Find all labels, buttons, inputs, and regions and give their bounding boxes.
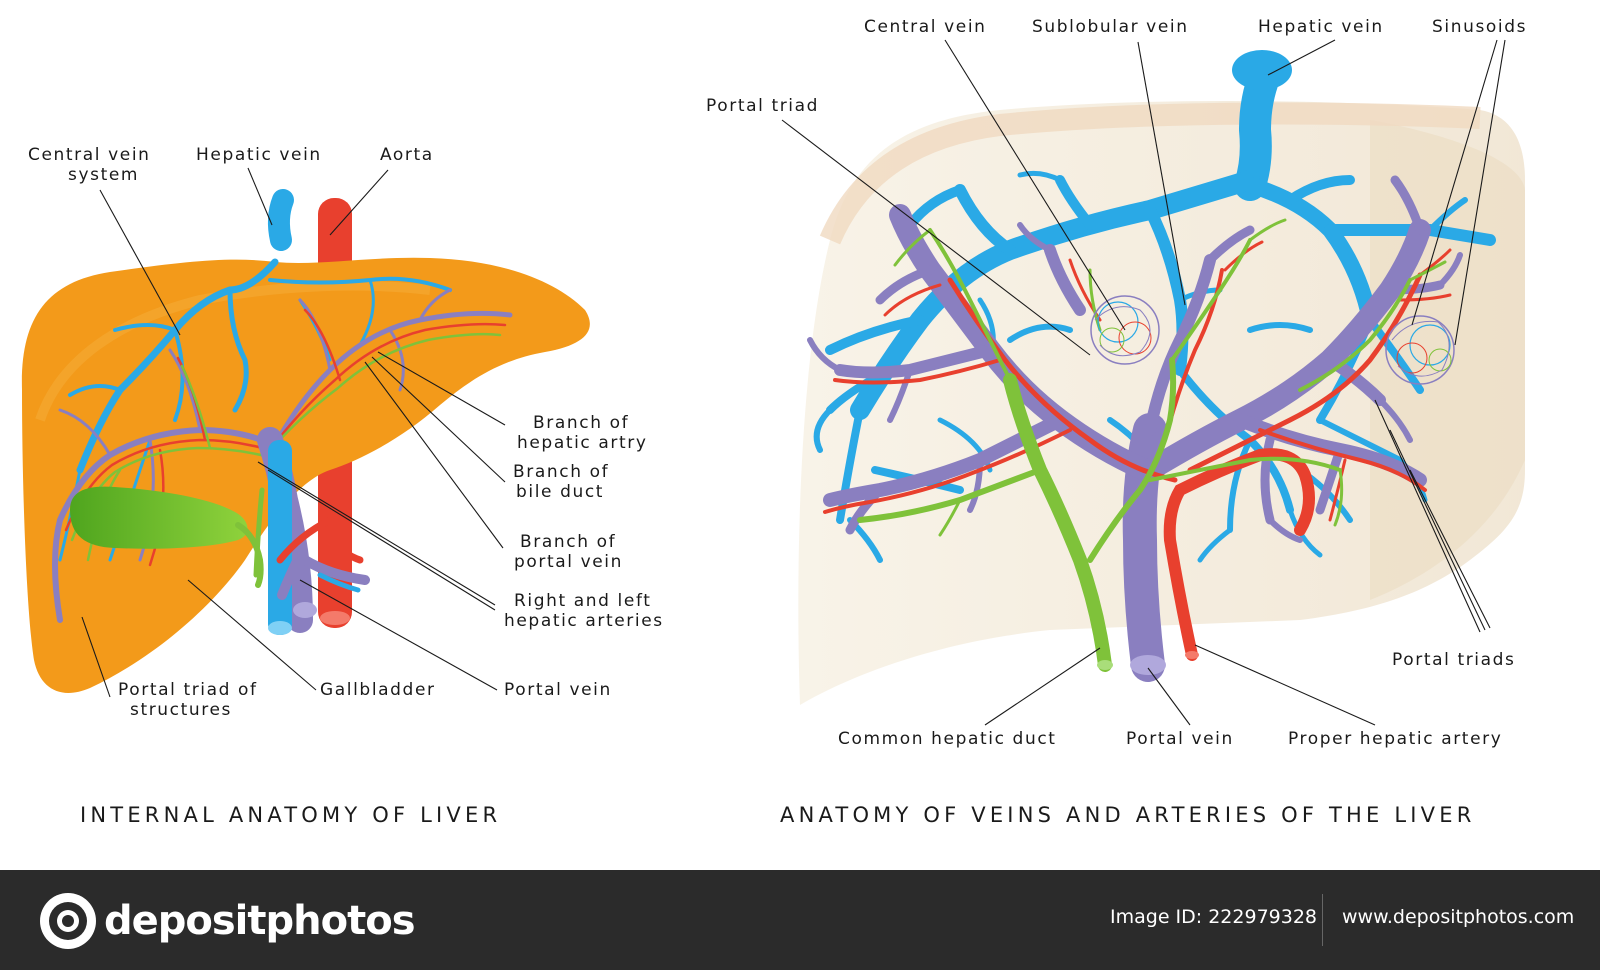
label-central-vein-system-2: system — [68, 165, 139, 185]
label-branch-hepatic-artery-2: hepatic artry — [517, 433, 648, 453]
label-branch-portal-vein-2: portal vein — [514, 552, 623, 572]
aorta-opening — [320, 611, 350, 625]
vena-cava-opening — [268, 621, 292, 635]
leader-aorta — [329, 169, 389, 236]
tissue-block-top — [819, 102, 1481, 245]
footer-divider — [1322, 894, 1323, 946]
liver-vessel-branches — [52, 258, 513, 623]
leader-proper-hepatic-artery — [1194, 644, 1376, 726]
label-sinusoids: Sinusoids — [1432, 17, 1527, 37]
label-portal-triad: Portal triad — [706, 96, 819, 116]
label-portal-triads: Portal triads — [1392, 650, 1516, 670]
label-branch-bile-duct-2: bile duct — [516, 482, 604, 502]
leader-branch-hepatic-artery — [377, 351, 506, 426]
gallbladder-shape — [70, 486, 248, 549]
label-portal-triad-1: Portal triad of — [118, 680, 258, 700]
leader-portal-triad — [81, 616, 111, 698]
image-id-text: Image ID: 222979328 — [1110, 906, 1318, 928]
portal-vein-opening-right — [1130, 655, 1166, 675]
caption-right: ANATOMY OF VEINS AND ARTERIES OF THE LIV… — [780, 803, 1475, 827]
inferior-vena-cava — [268, 440, 292, 635]
camera-lens-icon — [40, 893, 96, 949]
liver-anatomy-diagram: Central vein system Hepatic vein Aorta B… — [21, 17, 1527, 827]
label-common-hepatic-duct: Common hepatic duct — [838, 729, 1057, 749]
site-url-link[interactable]: www.depositphotos.com — [1342, 906, 1575, 928]
hepatic-vein-vessel — [267, 189, 294, 251]
portal-vein-opening — [293, 602, 317, 618]
leader-hepatic-arteries — [257, 461, 496, 611]
label-proper-hepatic-artery: Proper hepatic artery — [1288, 729, 1502, 749]
label-portal-vein-right: Portal vein — [1126, 729, 1234, 749]
watermark-footer: depositphotos Image ID: 222979328 www.de… — [0, 870, 1600, 970]
leader-common-hepatic-duct — [984, 647, 1101, 726]
liver-illustration — [21, 189, 590, 693]
label-gallbladder: Gallbladder — [320, 680, 436, 700]
label-aorta: Aorta — [380, 145, 434, 165]
hepatic-vein-top — [1232, 50, 1292, 90]
leader-gallbladder — [187, 579, 317, 691]
lobule-left — [1090, 295, 1160, 365]
leader-portal-vein-right — [1147, 667, 1191, 726]
leader-portal-triads — [1374, 399, 1491, 633]
label-branch-portal-vein-1: Branch of — [520, 532, 616, 552]
artery-opening — [1185, 651, 1199, 659]
label-hepatic-vein-left: Hepatic vein — [196, 145, 322, 165]
cystic-duct — [235, 522, 264, 588]
leader-hepatic-vein-right — [1267, 39, 1336, 76]
label-portal-triad-2: structures — [130, 700, 232, 720]
hepatic-artery-tree — [823, 240, 1452, 661]
label-portal-vein-left: Portal vein — [504, 680, 612, 700]
label-sublobular-vein: Sublobular vein — [1032, 17, 1189, 37]
leader-portal-vein-left — [299, 579, 498, 691]
label-hepatic-arteries-2: hepatic arteries — [504, 611, 664, 631]
leader-sublobular-vein — [1137, 41, 1186, 306]
depositphotos-logo[interactable]: depositphotos — [40, 892, 416, 950]
leader-hepatic-vein-left — [247, 167, 273, 226]
label-central-vein-system-1: Central vein — [28, 145, 151, 165]
label-central-vein: Central vein — [864, 17, 987, 37]
label-hepatic-vein-right: Hepatic vein — [1258, 17, 1384, 37]
leader-portal-triad — [781, 119, 1091, 356]
liver-shape — [21, 257, 590, 693]
logo-wordmark: depositphotos — [104, 898, 416, 944]
label-branch-hepatic-artery-1: Branch of — [533, 413, 629, 433]
caption-left: INTERNAL ANATOMY OF LIVER — [80, 803, 501, 827]
liver-highlight — [35, 280, 431, 422]
leader-central-vein-system — [99, 189, 181, 336]
vessel-tree-illustration — [798, 50, 1525, 705]
label-branch-bile-duct-1: Branch of — [513, 462, 609, 482]
leader-central-vein — [944, 39, 1126, 331]
leader-branch-portal-vein — [364, 361, 504, 549]
leader-branch-bile-duct — [371, 356, 506, 483]
label-hepatic-arteries-1: Right and left — [514, 591, 652, 611]
leader-sinusoids — [1411, 39, 1506, 346]
right-labels: Central vein Sublobular vein Hepatic vei… — [706, 17, 1527, 827]
left-labels: Central vein system Hepatic vein Aorta B… — [28, 145, 664, 827]
bile-duct-opening — [1097, 660, 1113, 670]
vessel-openings — [1097, 651, 1199, 675]
